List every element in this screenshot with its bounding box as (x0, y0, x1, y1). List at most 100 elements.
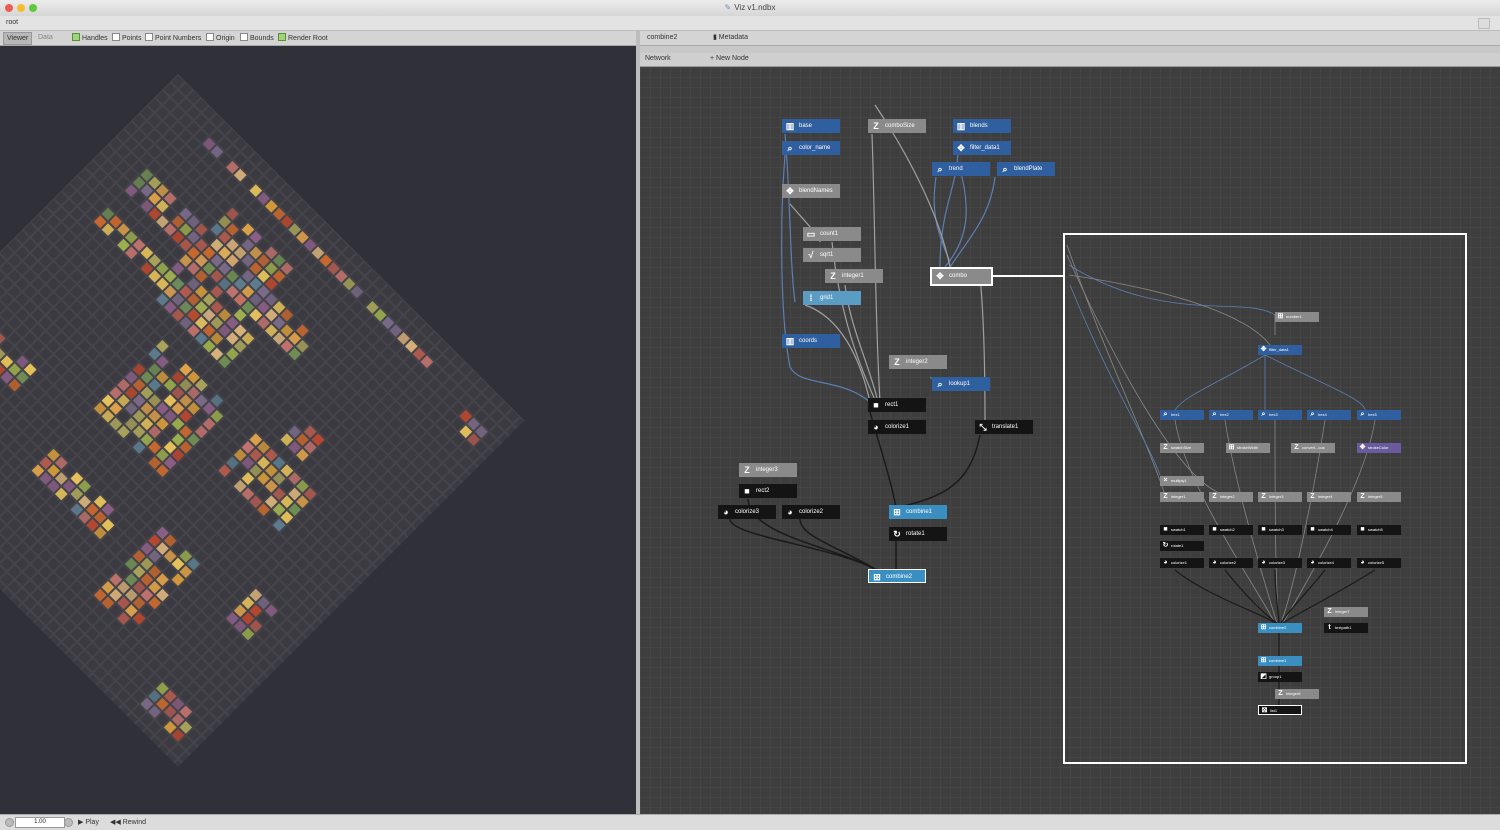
panel-splitter[interactable] (636, 31, 640, 814)
origin-checkbox[interactable]: Origin (206, 33, 235, 44)
subnode-swatch1[interactable]: ■swatch1 (1160, 525, 1204, 535)
node-trend[interactable]: ⌕trend (932, 162, 990, 176)
subnode-hex2[interactable]: ⌕hex2 (1209, 410, 1253, 420)
point-numbers-checkbox[interactable]: Point Numbers (145, 33, 201, 44)
node-rect1[interactable]: ■rect1 (868, 398, 926, 412)
filter-icon: ✥ (1260, 346, 1267, 353)
title-bar: ✎Viz v1.ndbx (0, 0, 1500, 17)
node-coords[interactable]: ▥coords (782, 334, 840, 348)
color-tile (187, 386, 200, 400)
viewer-canvas[interactable] (0, 46, 636, 814)
metadata-button[interactable]: ▮ Metadata (713, 34, 748, 41)
subnode-swatch5[interactable]: ■swatch5 (1357, 525, 1401, 535)
filter-icon: ✥ (936, 271, 944, 281)
color-tile (117, 394, 130, 408)
color-tile (280, 308, 294, 322)
subnode-combine1[interactable]: ⊞combine1 (1258, 656, 1302, 666)
subnode-colorize5[interactable]: ◕colorize5 (1357, 558, 1401, 568)
color-tile (47, 448, 60, 462)
subnode-filter-data1[interactable]: ✥filter_data1 (1258, 345, 1302, 355)
path-options-button[interactable] (1478, 18, 1490, 29)
subnode-hex5[interactable]: ⌕hex5 (1357, 410, 1401, 420)
node-colorize1[interactable]: ◕colorize1 (868, 420, 926, 434)
minimize-window-button[interactable] (17, 4, 25, 12)
rewind-button[interactable]: ◀◀ Rewind (110, 819, 147, 826)
color-tile (272, 487, 286, 501)
node-lookup1[interactable]: ⌕lookup1 (932, 377, 990, 391)
node-colorize2[interactable]: ◕colorize2 (782, 505, 840, 519)
node-translate1[interactable]: ⤡translate1 (975, 420, 1033, 434)
subnetwork-preview[interactable]: ⊞number1 ✥filter_data1 ⌕hex1 ⌕hex2 ⌕hex3… (1063, 233, 1467, 764)
node-color-name[interactable]: ⌕color_name (782, 141, 840, 155)
node-filter-data1[interactable]: ✥filter_data1 (953, 141, 1011, 155)
breadcrumb-root[interactable]: root (6, 19, 19, 26)
subnode-swatch3[interactable]: ■swatch3 (1258, 525, 1302, 535)
node-combo[interactable]: ✥combo (930, 267, 993, 286)
color-tile (210, 238, 224, 252)
subnode-strokewidth[interactable]: ⊞strokeWidth (1226, 443, 1270, 453)
subnode-strokecolor[interactable]: ✥strokeColor (1357, 443, 1401, 453)
node-sqrt1[interactable]: √sqrt1 (803, 248, 861, 262)
tab-viewer[interactable]: Viewer (3, 32, 33, 45)
subnode-colorize4[interactable]: ◕colorize4 (1307, 558, 1351, 568)
zoom-out-button[interactable] (5, 818, 14, 827)
subnode-multiply1[interactable]: ×multiply1 (1160, 476, 1204, 486)
subnode-hex1[interactable]: ⌕hex1 (1160, 410, 1204, 420)
bounds-checkbox[interactable]: Bounds (240, 33, 274, 44)
subnode-colorize2[interactable]: ◕colorize2 (1209, 558, 1253, 568)
node-base[interactable]: ▥base (782, 119, 840, 133)
color-tile (54, 456, 68, 470)
zoom-window-button[interactable] (29, 4, 37, 12)
subnode-colorize3[interactable]: ◕colorize3 (1258, 558, 1302, 568)
subnode-hex3[interactable]: ⌕hex3 (1258, 410, 1302, 420)
node-grid1[interactable]: ⁞grid1 (803, 291, 861, 305)
node-rotate1[interactable]: ↻rotate1 (889, 527, 947, 541)
points-checkbox[interactable]: Points (112, 33, 141, 44)
node-rect2[interactable]: ■rect2 (739, 484, 797, 498)
subnode-swatch2[interactable]: ■swatch2 (1209, 525, 1253, 535)
node-blendnames[interactable]: ✥blendNames (782, 184, 840, 198)
node-blends[interactable]: ▥blends (953, 119, 1011, 133)
subnode-list1[interactable]: ⊠list1 (1258, 705, 1302, 715)
subnode-combine2[interactable]: ⊞combine2 (1258, 623, 1302, 633)
render-root-checkbox[interactable]: Render Root (278, 33, 328, 44)
handles-checkbox[interactable]: Handles (72, 33, 108, 44)
subnode-colorize1[interactable]: ◕colorize1 (1160, 558, 1204, 568)
subnode-group1[interactable]: ◩group1 (1258, 672, 1302, 682)
node-combine1[interactable]: ⊞combine1 (889, 505, 947, 519)
colorize-icon: ◕ (1261, 559, 1266, 566)
color-tile (140, 573, 154, 586)
node-colorize3[interactable]: ◕colorize3 (718, 505, 776, 519)
close-window-button[interactable] (5, 4, 13, 12)
tab-data[interactable]: Data (38, 34, 53, 41)
color-tile (163, 721, 177, 734)
subnode-swatch4[interactable]: ■swatch4 (1307, 525, 1351, 535)
new-node-button[interactable]: + New Node (710, 55, 749, 62)
subnode-number1[interactable]: ⊞number1 (1275, 312, 1319, 322)
node-count1[interactable]: ▭count1 (803, 227, 861, 241)
play-button[interactable]: ▶ Play (78, 819, 99, 826)
node-combine2[interactable]: ⊞combine2 (868, 569, 926, 583)
integer-icon: Z (744, 465, 750, 475)
subnode-rotate1[interactable]: ↻rotate1 (1160, 541, 1204, 551)
subnode-hex4[interactable]: ⌕hex4 (1307, 410, 1351, 420)
zoom-in-button[interactable] (64, 818, 73, 827)
zoom-field[interactable]: 1.00 (15, 817, 65, 828)
current-node-name[interactable]: combine2 (647, 34, 678, 41)
node-blendplate[interactable]: ⌕blendPlate (997, 162, 1055, 176)
